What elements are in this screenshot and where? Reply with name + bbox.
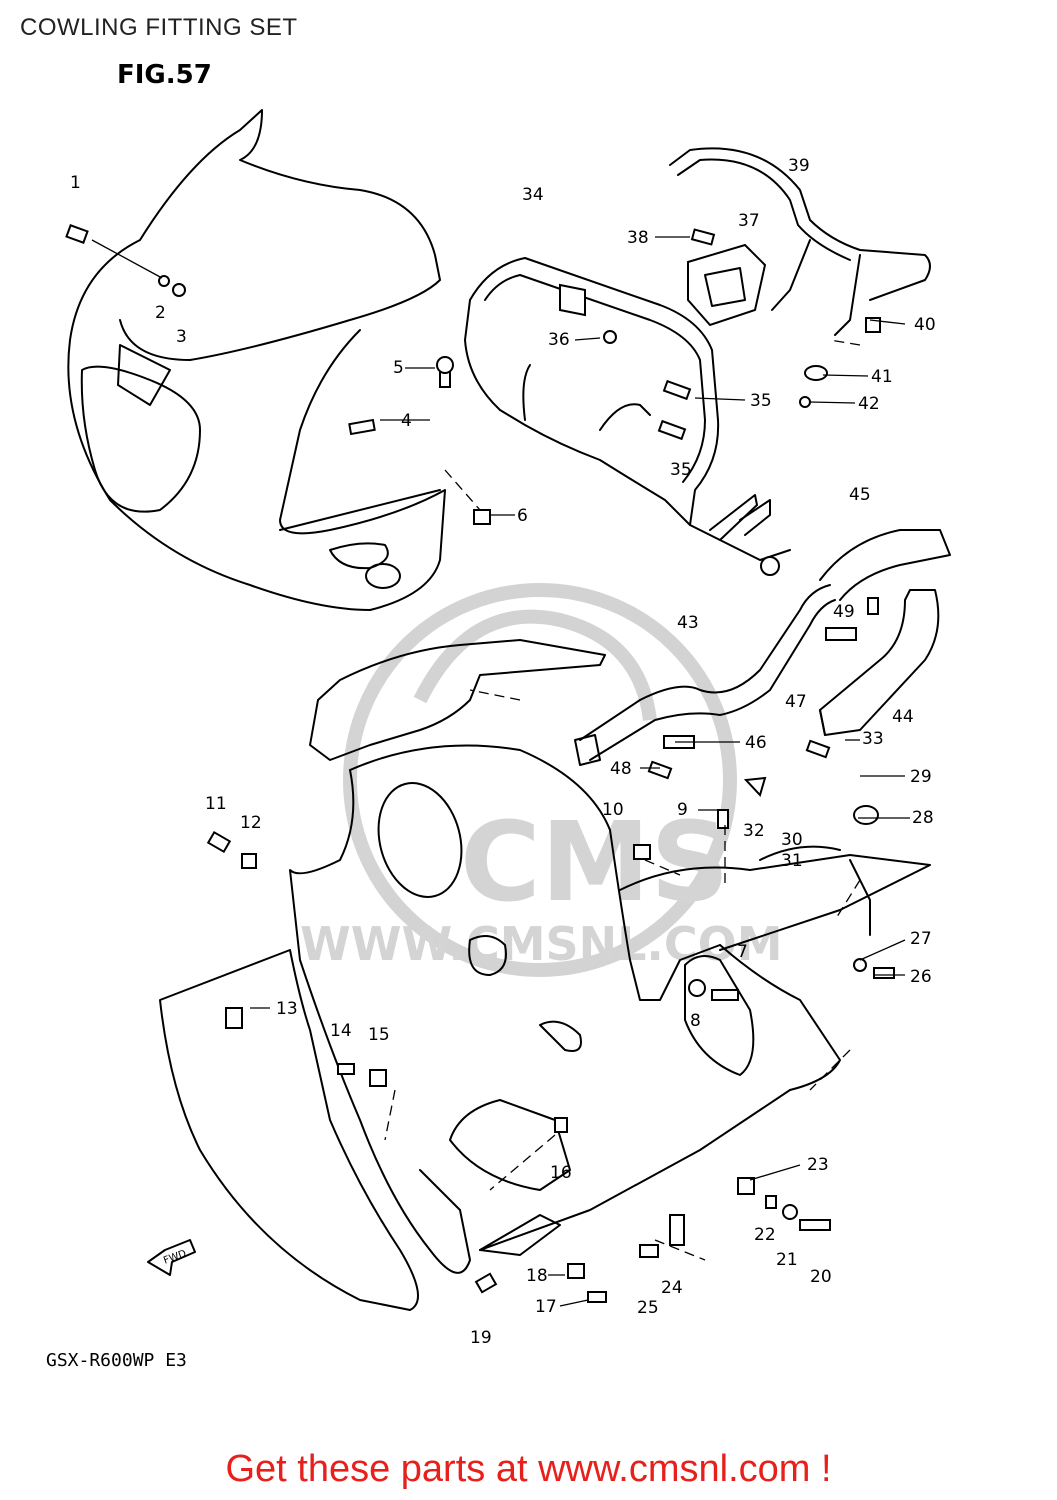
watermark-logo: CMS WWW.CMSNL.COM — [300, 583, 783, 977]
leader-lines — [91, 236, 910, 1307]
callout-36: 36 — [548, 330, 570, 350]
callout-46: 46 — [745, 733, 767, 753]
shop-parts-link[interactable]: Get these parts at www.cmsnl.com ! — [225, 1448, 832, 1490]
callout-23: 23 — [807, 1155, 829, 1175]
callout-33: 33 — [862, 729, 884, 749]
callout-labels: 1 2 3 4 5 6 7 8 9 10 11 12 13 14 15 16 1… — [70, 156, 936, 1348]
callout-21: 21 — [776, 1250, 798, 1270]
callout-5: 5 — [393, 358, 404, 378]
callout-19: 19 — [470, 1328, 492, 1348]
callout-24: 24 — [661, 1278, 683, 1298]
callout-20: 20 — [810, 1267, 832, 1287]
callout-48: 48 — [610, 759, 632, 779]
watermark-url: WWW.CMSNL.COM — [300, 917, 783, 971]
callout-39: 39 — [788, 156, 810, 176]
callout-17: 17 — [535, 1297, 557, 1317]
figure-number: FIG.57 — [117, 60, 212, 90]
callout-38: 38 — [627, 228, 649, 248]
callout-8: 8 — [690, 1011, 701, 1031]
callout-28: 28 — [912, 808, 934, 828]
callout-35b: 35 — [670, 460, 692, 480]
callout-35a: 35 — [750, 391, 772, 411]
air-ducts — [574, 529, 951, 766]
watermark-cms: CMS — [460, 798, 729, 926]
fasteners — [65, 224, 895, 1303]
callout-4: 4 — [401, 411, 412, 431]
lower-cowling — [159, 639, 931, 1311]
callout-37: 37 — [738, 211, 760, 231]
callout-44: 44 — [892, 707, 914, 727]
callout-3: 3 — [176, 327, 187, 347]
callout-22: 22 — [754, 1225, 776, 1245]
callout-42: 42 — [858, 394, 880, 414]
callout-9: 9 — [677, 800, 688, 820]
page-title: COWLING FITTING SET — [20, 14, 298, 41]
callout-31: 31 — [781, 851, 803, 871]
model-code: GSX-R600WP E3 — [46, 1350, 187, 1371]
callout-6: 6 — [517, 506, 528, 526]
callout-34: 34 — [522, 185, 544, 205]
callout-2: 2 — [155, 303, 166, 323]
callout-27: 27 — [910, 929, 932, 949]
callout-7: 7 — [737, 942, 748, 962]
callout-16: 16 — [550, 1163, 572, 1183]
callout-18: 18 — [526, 1266, 548, 1286]
callout-40: 40 — [914, 315, 936, 335]
callout-11: 11 — [205, 794, 227, 814]
meter-bracket — [669, 147, 931, 336]
callout-10: 10 — [602, 800, 624, 820]
forward-arrow-label: FWD — [162, 1248, 188, 1266]
callout-30: 30 — [781, 830, 803, 850]
callout-12: 12 — [240, 813, 262, 833]
callout-25: 25 — [637, 1298, 659, 1318]
callout-49: 49 — [833, 602, 855, 622]
forward-arrow-icon: FWD — [147, 1239, 196, 1276]
callout-41: 41 — [871, 367, 893, 387]
callout-1: 1 — [70, 173, 81, 193]
callout-15: 15 — [368, 1025, 390, 1045]
callout-26: 26 — [910, 967, 932, 987]
callout-13: 13 — [276, 999, 298, 1019]
callout-32: 32 — [743, 821, 765, 841]
upper-cowling — [67, 109, 446, 611]
callout-43: 43 — [677, 613, 699, 633]
callout-29: 29 — [910, 767, 932, 787]
callout-14: 14 — [330, 1021, 352, 1041]
callout-45: 45 — [849, 485, 871, 505]
cowling-bracket — [464, 257, 791, 576]
callout-47: 47 — [785, 692, 807, 712]
